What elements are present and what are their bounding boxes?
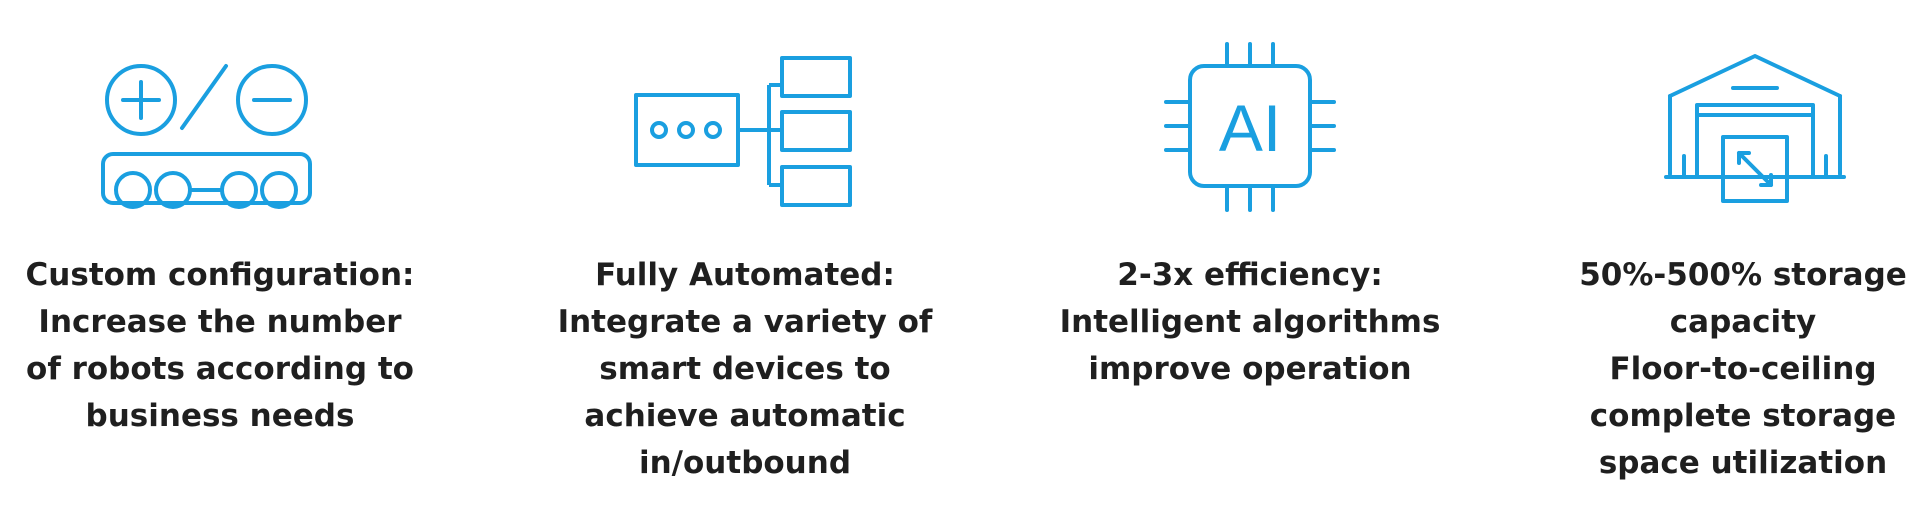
caption-line: complete storage [1589, 398, 1897, 434]
automation-flow-icon [520, 0, 970, 240]
caption-line: improve operation [1088, 351, 1412, 387]
feature-custom-configuration: Custom configuration: Increase the numbe… [0, 0, 440, 520]
caption-line: 2-3x efficiency: [1117, 257, 1383, 293]
caption-line: of robots according to [26, 351, 414, 387]
caption-line: Integrate a variety of [557, 304, 933, 340]
warehouse-icon [1573, 0, 1913, 240]
caption-line: 50%-500% storage [1579, 257, 1907, 293]
robot-scaling-icon [0, 0, 440, 240]
feature-efficiency: AI 2-3x efficiency: Intelligent algorith… [1040, 0, 1460, 520]
ai-label: AI [1219, 91, 1281, 165]
caption-line: Fully Automated: [595, 257, 895, 293]
feature-caption: 50%-500% storage capacity Floor-to-ceili… [1573, 252, 1913, 487]
ai-chip-icon: AI [1040, 0, 1460, 240]
caption-line: Custom configuration: [25, 257, 415, 293]
caption-line: Increase the number [38, 304, 402, 340]
caption-line: achieve automatic [584, 398, 906, 434]
caption-line: space utilization [1598, 445, 1888, 481]
caption-line: capacity [1669, 304, 1817, 340]
feature-storage-capacity: 50%-500% storage capacity Floor-to-ceili… [1573, 0, 1913, 520]
feature-caption: Fully Automated: Integrate a variety of … [520, 252, 970, 487]
feature-caption: 2-3x efficiency: Intelligent algorithms … [1040, 252, 1460, 393]
caption-line: smart devices to [599, 351, 891, 387]
caption-line: in/outbound [638, 445, 852, 481]
caption-line: Intelligent algorithms [1059, 304, 1441, 340]
caption-line: Floor-to-ceiling [1609, 351, 1877, 387]
caption-line: business needs [85, 398, 355, 434]
feature-fully-automated: Fully Automated: Integrate a variety of … [520, 0, 970, 520]
feature-caption: Custom configuration: Increase the numbe… [0, 252, 440, 440]
